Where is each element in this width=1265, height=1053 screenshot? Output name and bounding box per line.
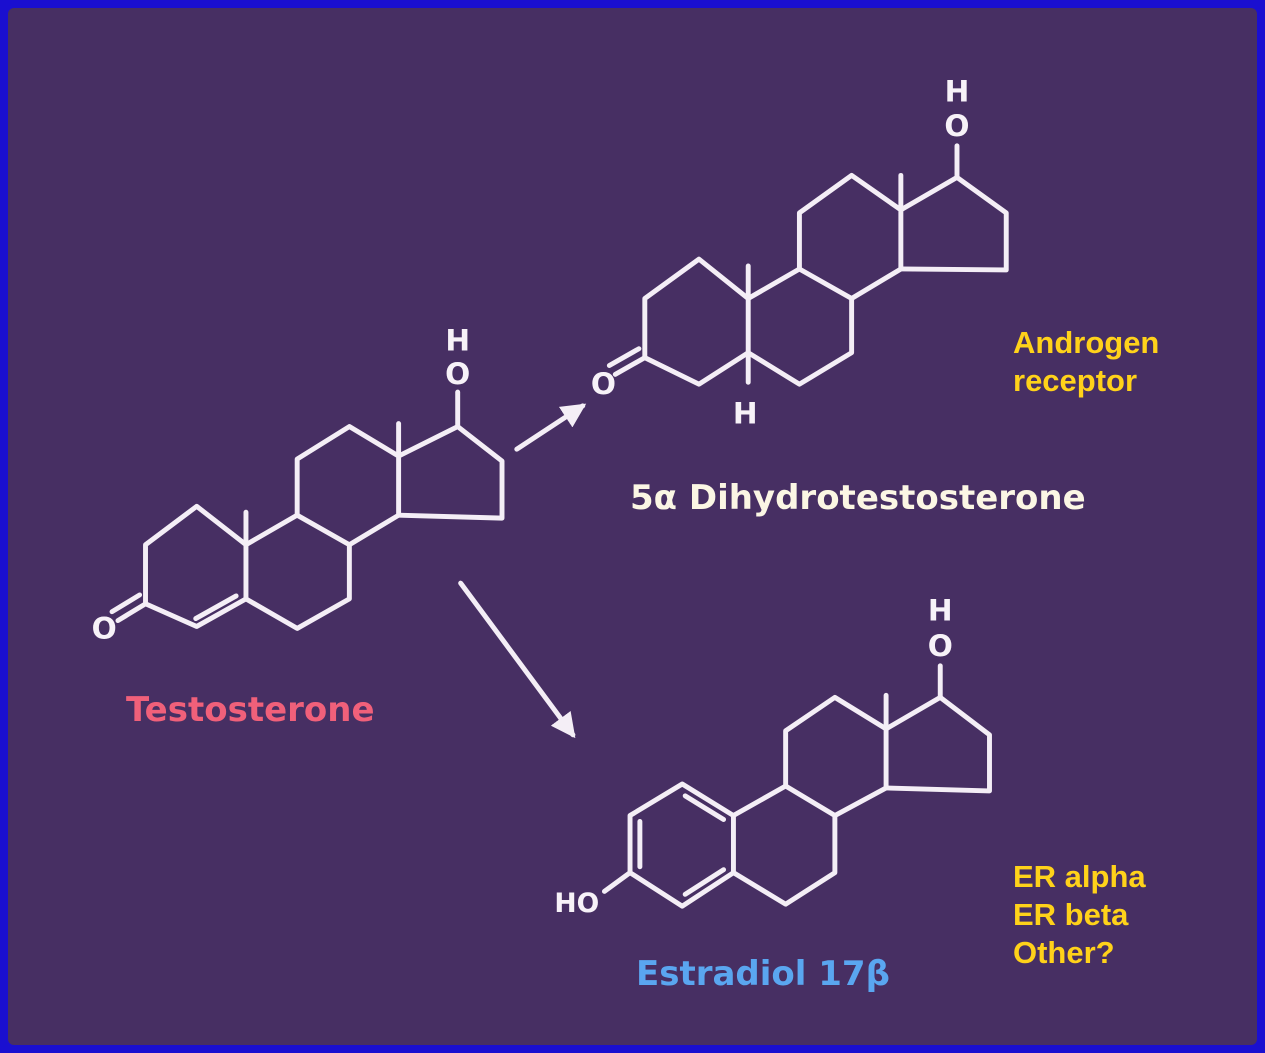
dht-ring-c xyxy=(796,172,904,301)
arrow-to-estradiol xyxy=(458,580,576,739)
er-alpha-label: ER alpha xyxy=(1013,859,1146,894)
er-other-label: Other? xyxy=(1013,935,1115,970)
testosterone-ring-c xyxy=(294,424,402,548)
testosterone-hydroxyl-h: H xyxy=(445,324,470,358)
estradiol-ring-d xyxy=(883,694,992,794)
arrow-to-dht xyxy=(514,403,587,452)
estradiol-structure: H O HO xyxy=(554,594,992,919)
estradiol-phenol-ho: HO xyxy=(554,888,599,919)
androgen-receptor-label: Androgen receptor xyxy=(1013,324,1159,400)
dht-label: 5α Dihydrotestosterone xyxy=(630,478,1086,518)
dht-hydroxyl-o: O xyxy=(944,109,969,143)
slide: H O O H O O H xyxy=(8,8,1257,1045)
er-beta-label: ER beta xyxy=(1013,897,1129,932)
estradiol-label: Estradiol 17β xyxy=(636,954,890,994)
testosterone-ring-a xyxy=(143,503,249,629)
estradiol-phenol-bond xyxy=(601,870,633,894)
dht-ketone-bond-1 xyxy=(612,355,648,377)
dht-ring-d xyxy=(898,174,1009,273)
dht-structure: H O O H xyxy=(591,75,1009,431)
estradiol-aromatic-double-3 xyxy=(682,867,727,897)
testosterone-hydroxyl-o: O xyxy=(445,357,470,391)
testosterone-structure: H O O xyxy=(92,324,505,645)
testosterone-ketone-bond-2 xyxy=(109,592,143,615)
estradiol-ring-a xyxy=(627,781,736,909)
testosterone-ketone-o: O xyxy=(92,611,117,645)
estradiol-hydroxyl-o: O xyxy=(928,629,953,663)
estrogen-receptor-list: ER alpha ER beta Other? xyxy=(1013,858,1146,972)
testosterone-ring-d xyxy=(396,424,505,521)
testosterone-ring-b xyxy=(243,512,352,631)
androgen-receptor-line-1: Androgen xyxy=(1013,325,1160,360)
estradiol-hydroxyl-h: H xyxy=(928,594,953,628)
testosterone-c4-c5-double-bond xyxy=(193,593,239,622)
dht-ring-a xyxy=(642,256,751,387)
reaction-diagram: H O O H O O H xyxy=(92,75,1009,919)
dht-hydroxyl-h: H xyxy=(945,75,970,109)
estradiol-aromatic-double-2 xyxy=(682,793,727,822)
androgen-receptor-line-2: receptor xyxy=(1013,363,1138,398)
testosterone-label: Testosterone xyxy=(126,690,375,730)
dht-ketone-bond-2 xyxy=(606,346,642,368)
dht-ketone-o: O xyxy=(591,367,616,401)
dht-ring-b xyxy=(745,266,855,387)
testosterone-ketone-bond-1 xyxy=(115,601,148,624)
estradiol-ring-c xyxy=(783,694,889,819)
estradiol-ring-b xyxy=(730,783,838,907)
dht-alpha-h: H xyxy=(733,397,758,431)
